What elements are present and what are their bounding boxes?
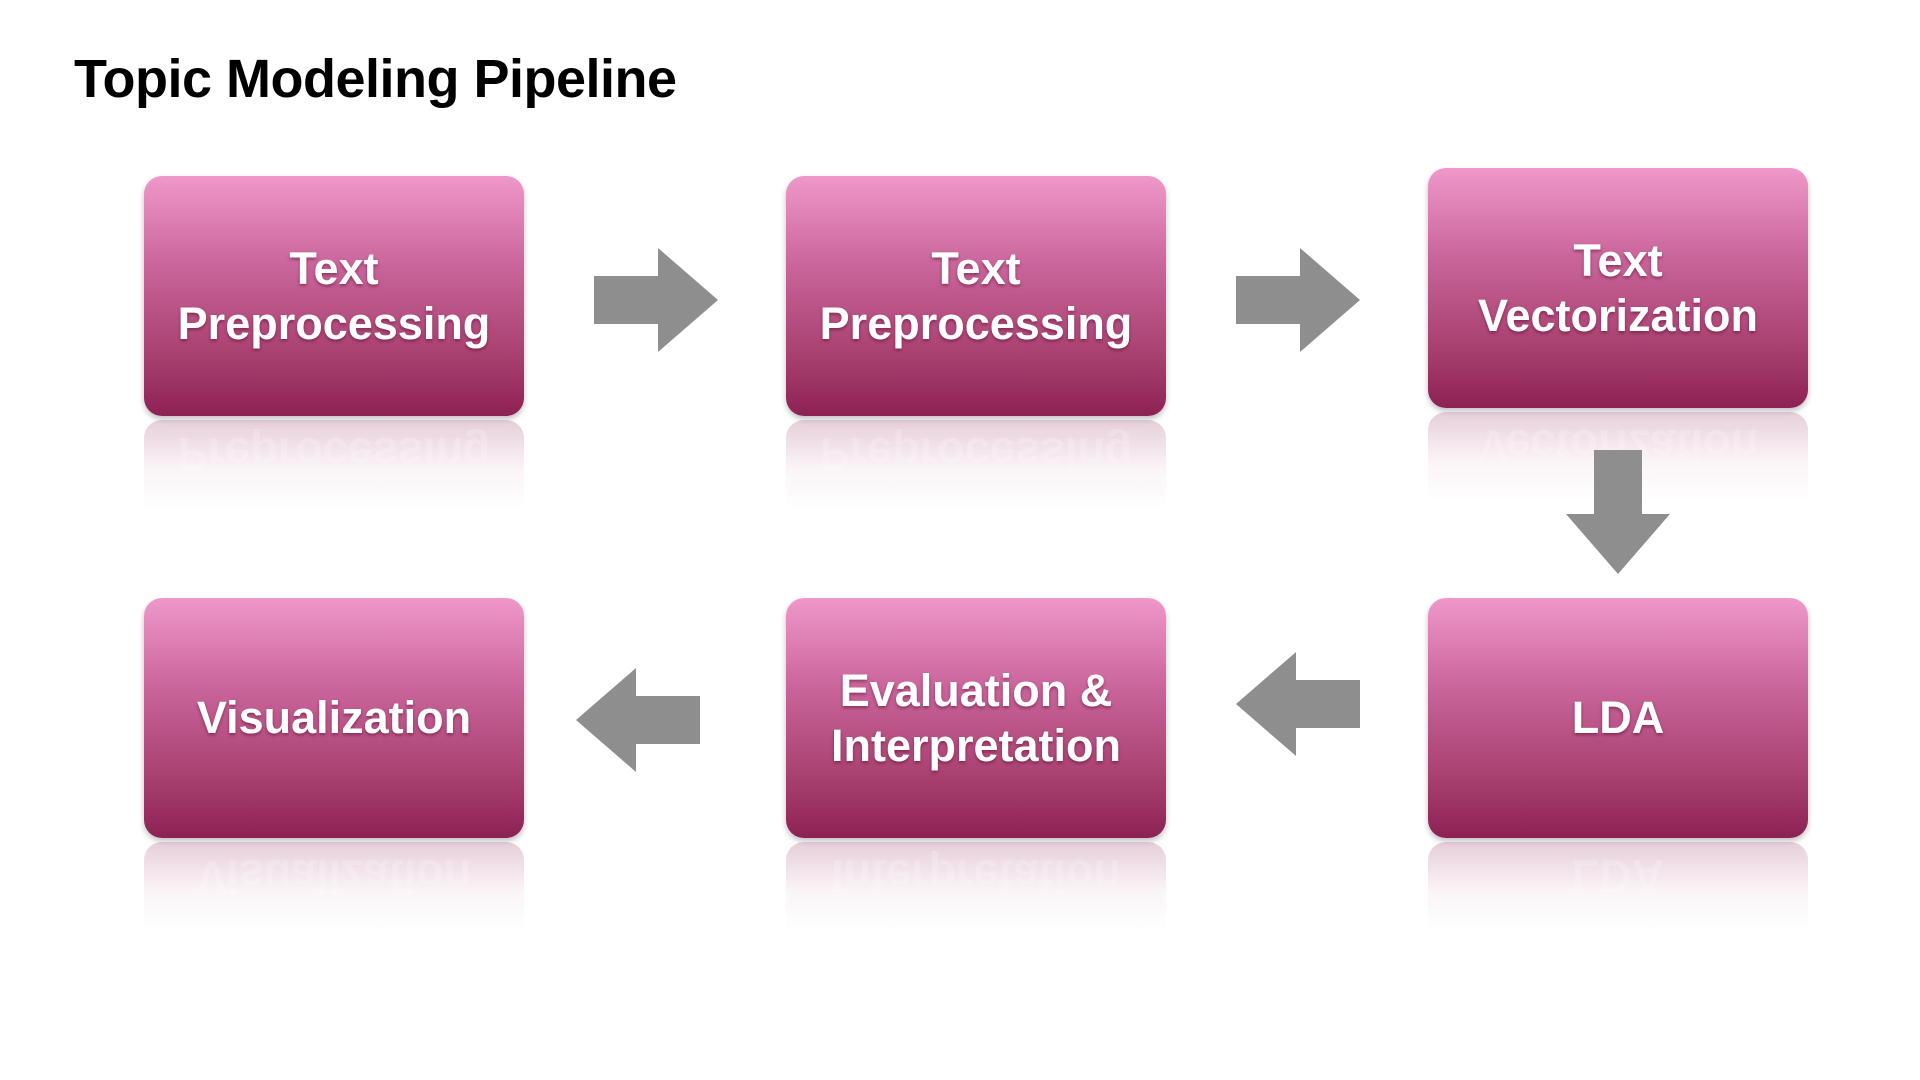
step-6-reflection-text: Visualization [196, 850, 472, 902]
step-4-label: LDA [1571, 692, 1665, 744]
step-3-box[interactable]: Text Vectorization [1428, 168, 1808, 408]
arrow-3-down-icon [1566, 450, 1670, 574]
step-1-node[interactable]: Text Preprocessing Text Preprocessing [144, 176, 524, 510]
step-5-reflection-text: Evaluation & Interpretation [830, 850, 1122, 932]
step-5-reflection: Evaluation & Interpretation [786, 842, 1166, 932]
step-1-reflection: Text Preprocessing [144, 420, 524, 510]
step-4-node[interactable]: LDA LDA [1428, 598, 1808, 932]
arrow-1-right-icon [594, 248, 718, 352]
step-5-node[interactable]: Evaluation & Interpretation Evaluation &… [786, 598, 1166, 932]
step-1-reflection-text: Text Preprocessing [177, 428, 491, 510]
step-2-node[interactable]: Text Preprocessing Text Preprocessing [786, 176, 1166, 510]
step-2-reflection: Text Preprocessing [786, 420, 1166, 510]
step-4-reflection-text: LDA [1571, 850, 1665, 902]
step-3-label: Text Vectorization [1477, 234, 1759, 341]
step-5-label: Evaluation & Interpretation [830, 664, 1122, 771]
step-1-label: Text Preprocessing [177, 242, 491, 349]
step-6-node[interactable]: Visualization Visualization [144, 598, 524, 932]
arrow-2-right-icon [1236, 248, 1360, 352]
arrow-4-left-icon [1236, 652, 1360, 756]
step-5-box[interactable]: Evaluation & Interpretation [786, 598, 1166, 838]
step-3-node[interactable]: Text Vectorization Text Vectorization [1428, 168, 1808, 502]
step-4-reflection: LDA [1428, 842, 1808, 932]
step-6-label: Visualization [196, 692, 472, 744]
step-6-reflection: Visualization [144, 842, 524, 932]
page-title: Topic Modeling Pipeline [74, 49, 677, 109]
step-2-box[interactable]: Text Preprocessing [786, 176, 1166, 416]
step-1-box[interactable]: Text Preprocessing [144, 176, 524, 416]
step-2-reflection-text: Text Preprocessing [819, 428, 1133, 510]
arrow-5-left-icon [576, 668, 700, 772]
step-4-box[interactable]: LDA [1428, 598, 1808, 838]
step-6-box[interactable]: Visualization [144, 598, 524, 838]
step-2-label: Text Preprocessing [819, 242, 1133, 349]
